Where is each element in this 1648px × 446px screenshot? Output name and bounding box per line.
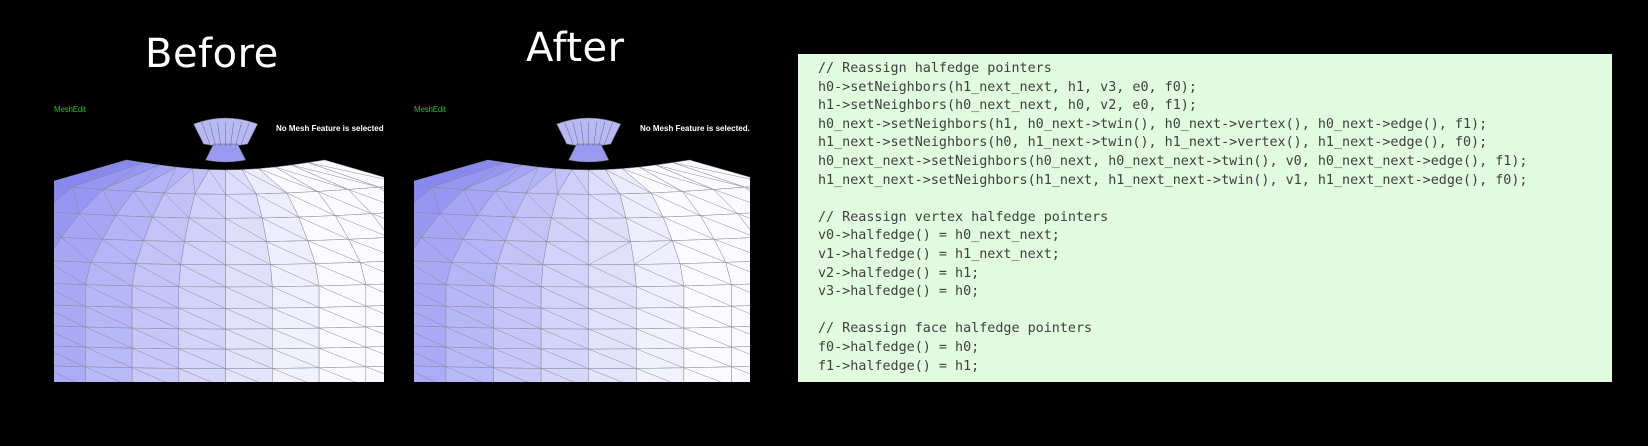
code-line: h0->setNeighbors(h1_next_next, h1, v3, e…: [818, 79, 1197, 95]
code-line: v2->halfedge() = h1;: [818, 265, 980, 281]
code-line: h1->setNeighbors(h0_next_next, h0, v2, e…: [818, 98, 1197, 114]
teapot-mesh-before[interactable]: [54, 98, 384, 382]
teapot-mesh-after[interactable]: [414, 98, 750, 382]
code-line: v3->halfedge() = h0;: [818, 284, 980, 300]
lid-knob-shape: [193, 117, 259, 163]
after-viewport[interactable]: MeshEdit No Mesh Feature is selected.: [414, 98, 750, 382]
code-line: // Reassign halfedge pointers: [818, 61, 1052, 76]
code-line: v1->halfedge() = h1_next_next;: [818, 246, 1060, 262]
before-title: Before: [145, 31, 279, 77]
status-text: No Mesh Feature is selected.: [276, 124, 384, 133]
lid-knob-shape: [556, 117, 622, 163]
code-line: [818, 302, 1612, 321]
code-line: // Reassign vertex halfedge pointers: [818, 209, 1109, 225]
code-line: f0->halfedge() = h0;: [818, 339, 980, 355]
after-title: After: [526, 25, 625, 71]
teapot-body-mesh: [414, 159, 750, 382]
before-viewport[interactable]: MeshEdit No Mesh Feature is selected.: [54, 98, 384, 382]
app-label: MeshEdit: [54, 105, 86, 114]
code-line: h0_next->setNeighbors(h1, h0_next->twin(…: [818, 116, 1488, 132]
code-line: // Reassign face halfedge pointers: [818, 321, 1093, 337]
code-line: h0_next_next->setNeighbors(h0_next, h0_n…: [818, 153, 1528, 169]
teapot-body-mesh: [54, 159, 384, 382]
code-line: h1_next->setNeighbors(h0, h1_next->twin(…: [818, 135, 1488, 151]
status-text: No Mesh Feature is selected.: [640, 124, 750, 133]
app-label: MeshEdit: [414, 105, 446, 114]
code-line: v0->halfedge() = h0_next_next;: [818, 228, 1060, 244]
code-line: h1_next_next->setNeighbors(h1_next, h1_n…: [818, 172, 1528, 188]
code-line: [818, 190, 1612, 209]
code-line: f1->halfedge() = h1;: [818, 358, 980, 374]
code-panel: // Reassign halfedge pointers h0->setNeig…: [798, 54, 1612, 382]
